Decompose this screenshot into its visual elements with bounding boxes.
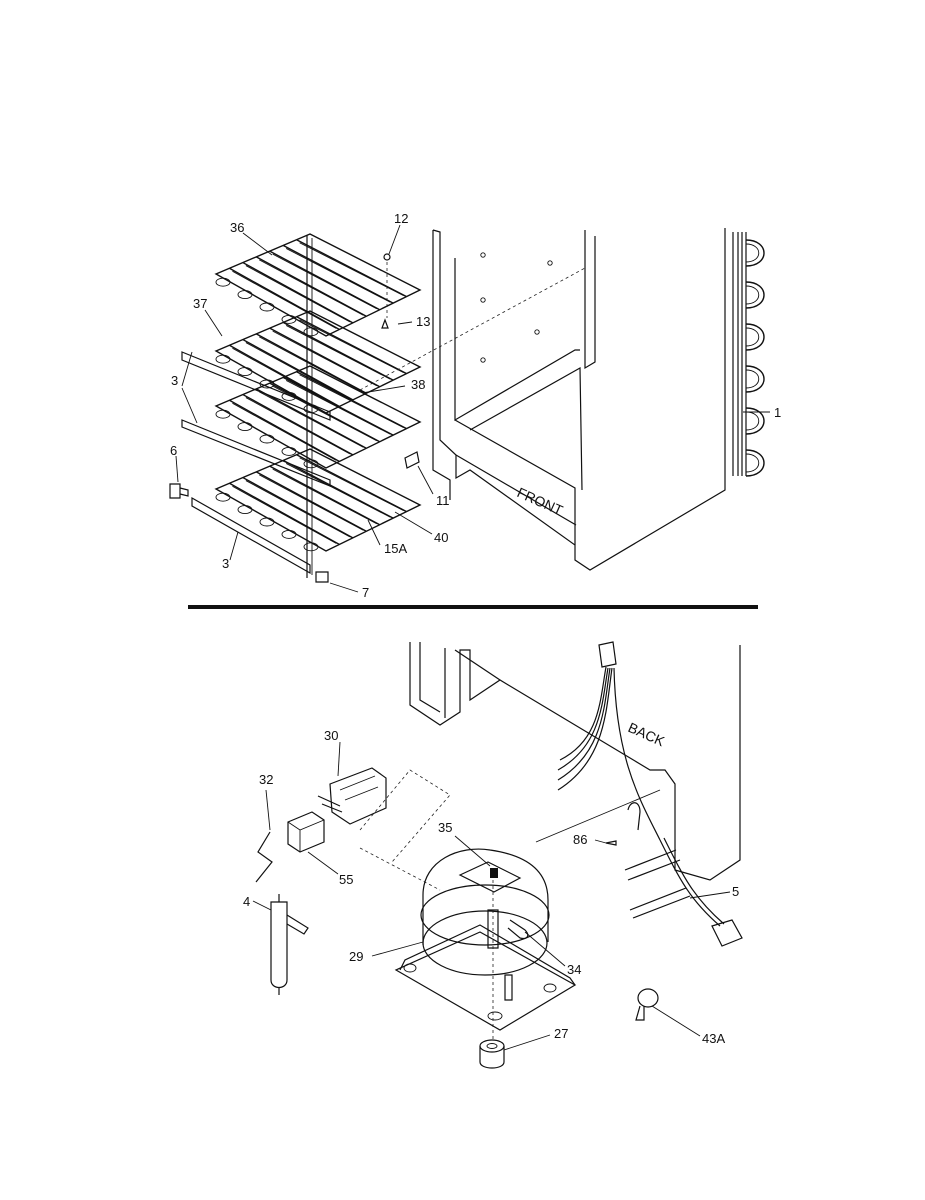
grommet-27: [479, 1039, 505, 1069]
screw-86: [605, 840, 617, 846]
part-label-3-bottom: 3: [222, 556, 229, 571]
wire-shelf: [214, 448, 422, 552]
part-label-6: 6: [170, 443, 177, 458]
wire-shelves: [214, 233, 422, 552]
part-label-7: 7: [362, 585, 369, 600]
door-shelf-bar: [181, 351, 331, 575]
part-label-36: 36: [230, 220, 244, 235]
cabinet-liner: [432, 228, 726, 571]
wire-32: [255, 831, 273, 883]
section-divider: [188, 605, 758, 609]
bracket-6: [169, 483, 189, 499]
screw-13: [381, 318, 389, 329]
part-label-3-top: 3: [171, 373, 178, 388]
part-label-38: 38: [411, 377, 425, 392]
wire-shelf: [214, 233, 422, 337]
part-label-30: 30: [324, 728, 338, 743]
part-label-29: 29: [349, 949, 363, 964]
part-label-86: 86: [573, 832, 587, 847]
bracket-7: [315, 571, 329, 583]
part-label-12: 12: [394, 211, 408, 226]
wiring-harness: [557, 641, 661, 841]
compressor-29: [394, 848, 577, 1040]
relay-30: [317, 767, 387, 825]
part-label-1: 1: [774, 405, 781, 420]
power-cord: [624, 802, 743, 947]
part-label-15a: 15A: [384, 541, 407, 556]
part-label-5: 5: [732, 884, 739, 899]
front-label: FRONT: [515, 484, 566, 518]
clamp-43a: [635, 988, 659, 1021]
leader-lines: [175, 224, 770, 1051]
part-label-35: 35: [438, 820, 452, 835]
clip-11: [404, 451, 420, 469]
drier-4: [270, 894, 309, 995]
part-label-27: 27: [554, 1026, 568, 1041]
part-label-55: 55: [339, 872, 353, 887]
part-label-13: 13: [416, 314, 430, 329]
part-label-40: 40: [434, 530, 448, 545]
screw-12: [383, 253, 391, 318]
capacitor-55: [287, 811, 325, 853]
part-label-34: 34: [567, 962, 581, 977]
part-label-37: 37: [193, 296, 207, 311]
part-label-43a: 43A: [702, 1031, 725, 1046]
part-label-11: 11: [436, 493, 450, 508]
back-label: BACK: [626, 719, 668, 749]
part-label-4: 4: [243, 894, 250, 909]
part-label-32: 32: [259, 772, 273, 787]
condenser-coil: [732, 232, 765, 477]
